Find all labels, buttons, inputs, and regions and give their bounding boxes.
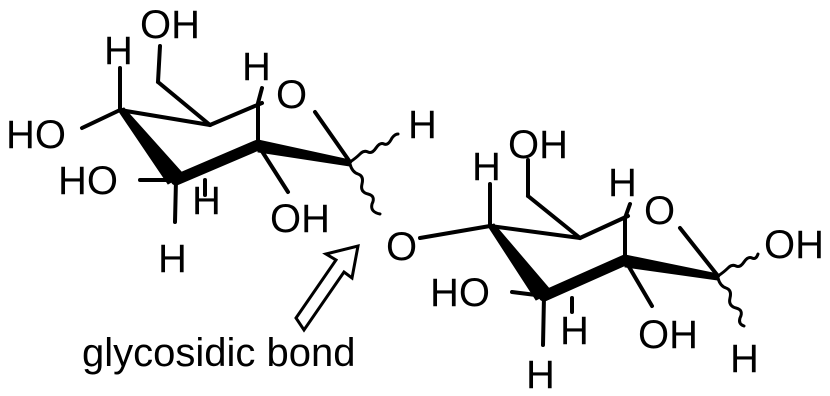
glycosidic-bond-arrow [294, 243, 360, 333]
right-wedge-c4-c3 [487, 223, 553, 301]
left-ring-o-label: O [276, 73, 307, 117]
right-c2-oh-bond [623, 258, 654, 308]
right-ch2oh-label: OH [508, 123, 568, 167]
right-ring-o-label: O [644, 189, 675, 233]
right-anomeric-oh-label: OH [764, 223, 824, 267]
right-c1-o-bond [678, 226, 720, 278]
right-c2-oh-label: OH [638, 313, 698, 357]
left-c3-oh-label: HO [58, 159, 118, 203]
right-anomeric-h-label: H [730, 337, 759, 381]
right-c3-h-bottom-label: H [526, 353, 555, 396]
left-ring-o-bond [256, 86, 264, 105]
right-c2-h-label: H [608, 161, 637, 205]
right-c3-h-label: H [560, 309, 589, 353]
left-ch2oh-bond [156, 44, 162, 84]
left-c2-oh-bond [256, 143, 290, 194]
right-ch2-bond [526, 194, 582, 240]
right-anomeric-wavy-h [716, 276, 746, 328]
left-ring-back-bond [118, 108, 212, 127]
glycosidic-bond-caption: glycosidic bond [82, 331, 356, 375]
left-c2-oh-label: OH [270, 197, 330, 241]
left-front-bond [170, 139, 264, 186]
glycosidic-o-label: O [386, 225, 417, 269]
left-c2-h-label: H [242, 45, 271, 89]
left-sugar-ring [80, 44, 400, 224]
left-ch2-bond [156, 80, 212, 127]
right-c3-oh-label: HO [430, 271, 490, 315]
left-c4-h-label: H [104, 29, 133, 73]
right-ring-o-bond [623, 202, 632, 220]
glycosidic-o-bond [418, 224, 492, 240]
right-front-bond [538, 254, 631, 302]
left-ch2oh-label: OH [140, 3, 200, 47]
right-c3-oh-bond [510, 290, 546, 298]
right-anomeric-wavy-oh [716, 252, 760, 278]
left-c3-h-label: H [192, 179, 221, 223]
right-c3-h-bond [541, 294, 546, 347]
right-sugar-ring [487, 158, 760, 347]
left-ring-back-bond-2 [208, 101, 264, 127]
left-anomeric-wavy-h [348, 132, 400, 164]
left-c3-h-bottom-label: H [158, 237, 187, 281]
left-anomeric-h-label: H [408, 103, 437, 147]
right-ring-back-bond-2 [578, 214, 630, 240]
left-c4-oh-bond [80, 108, 122, 130]
left-c4-oh-label: HO [6, 113, 66, 157]
left-anomeric-wavy-o [348, 162, 382, 216]
right-ring-back-bond [488, 224, 582, 240]
left-c3-h-bond [173, 178, 178, 224]
left-c1-o-bond [313, 110, 352, 164]
right-c4-h-label: H [472, 145, 501, 189]
